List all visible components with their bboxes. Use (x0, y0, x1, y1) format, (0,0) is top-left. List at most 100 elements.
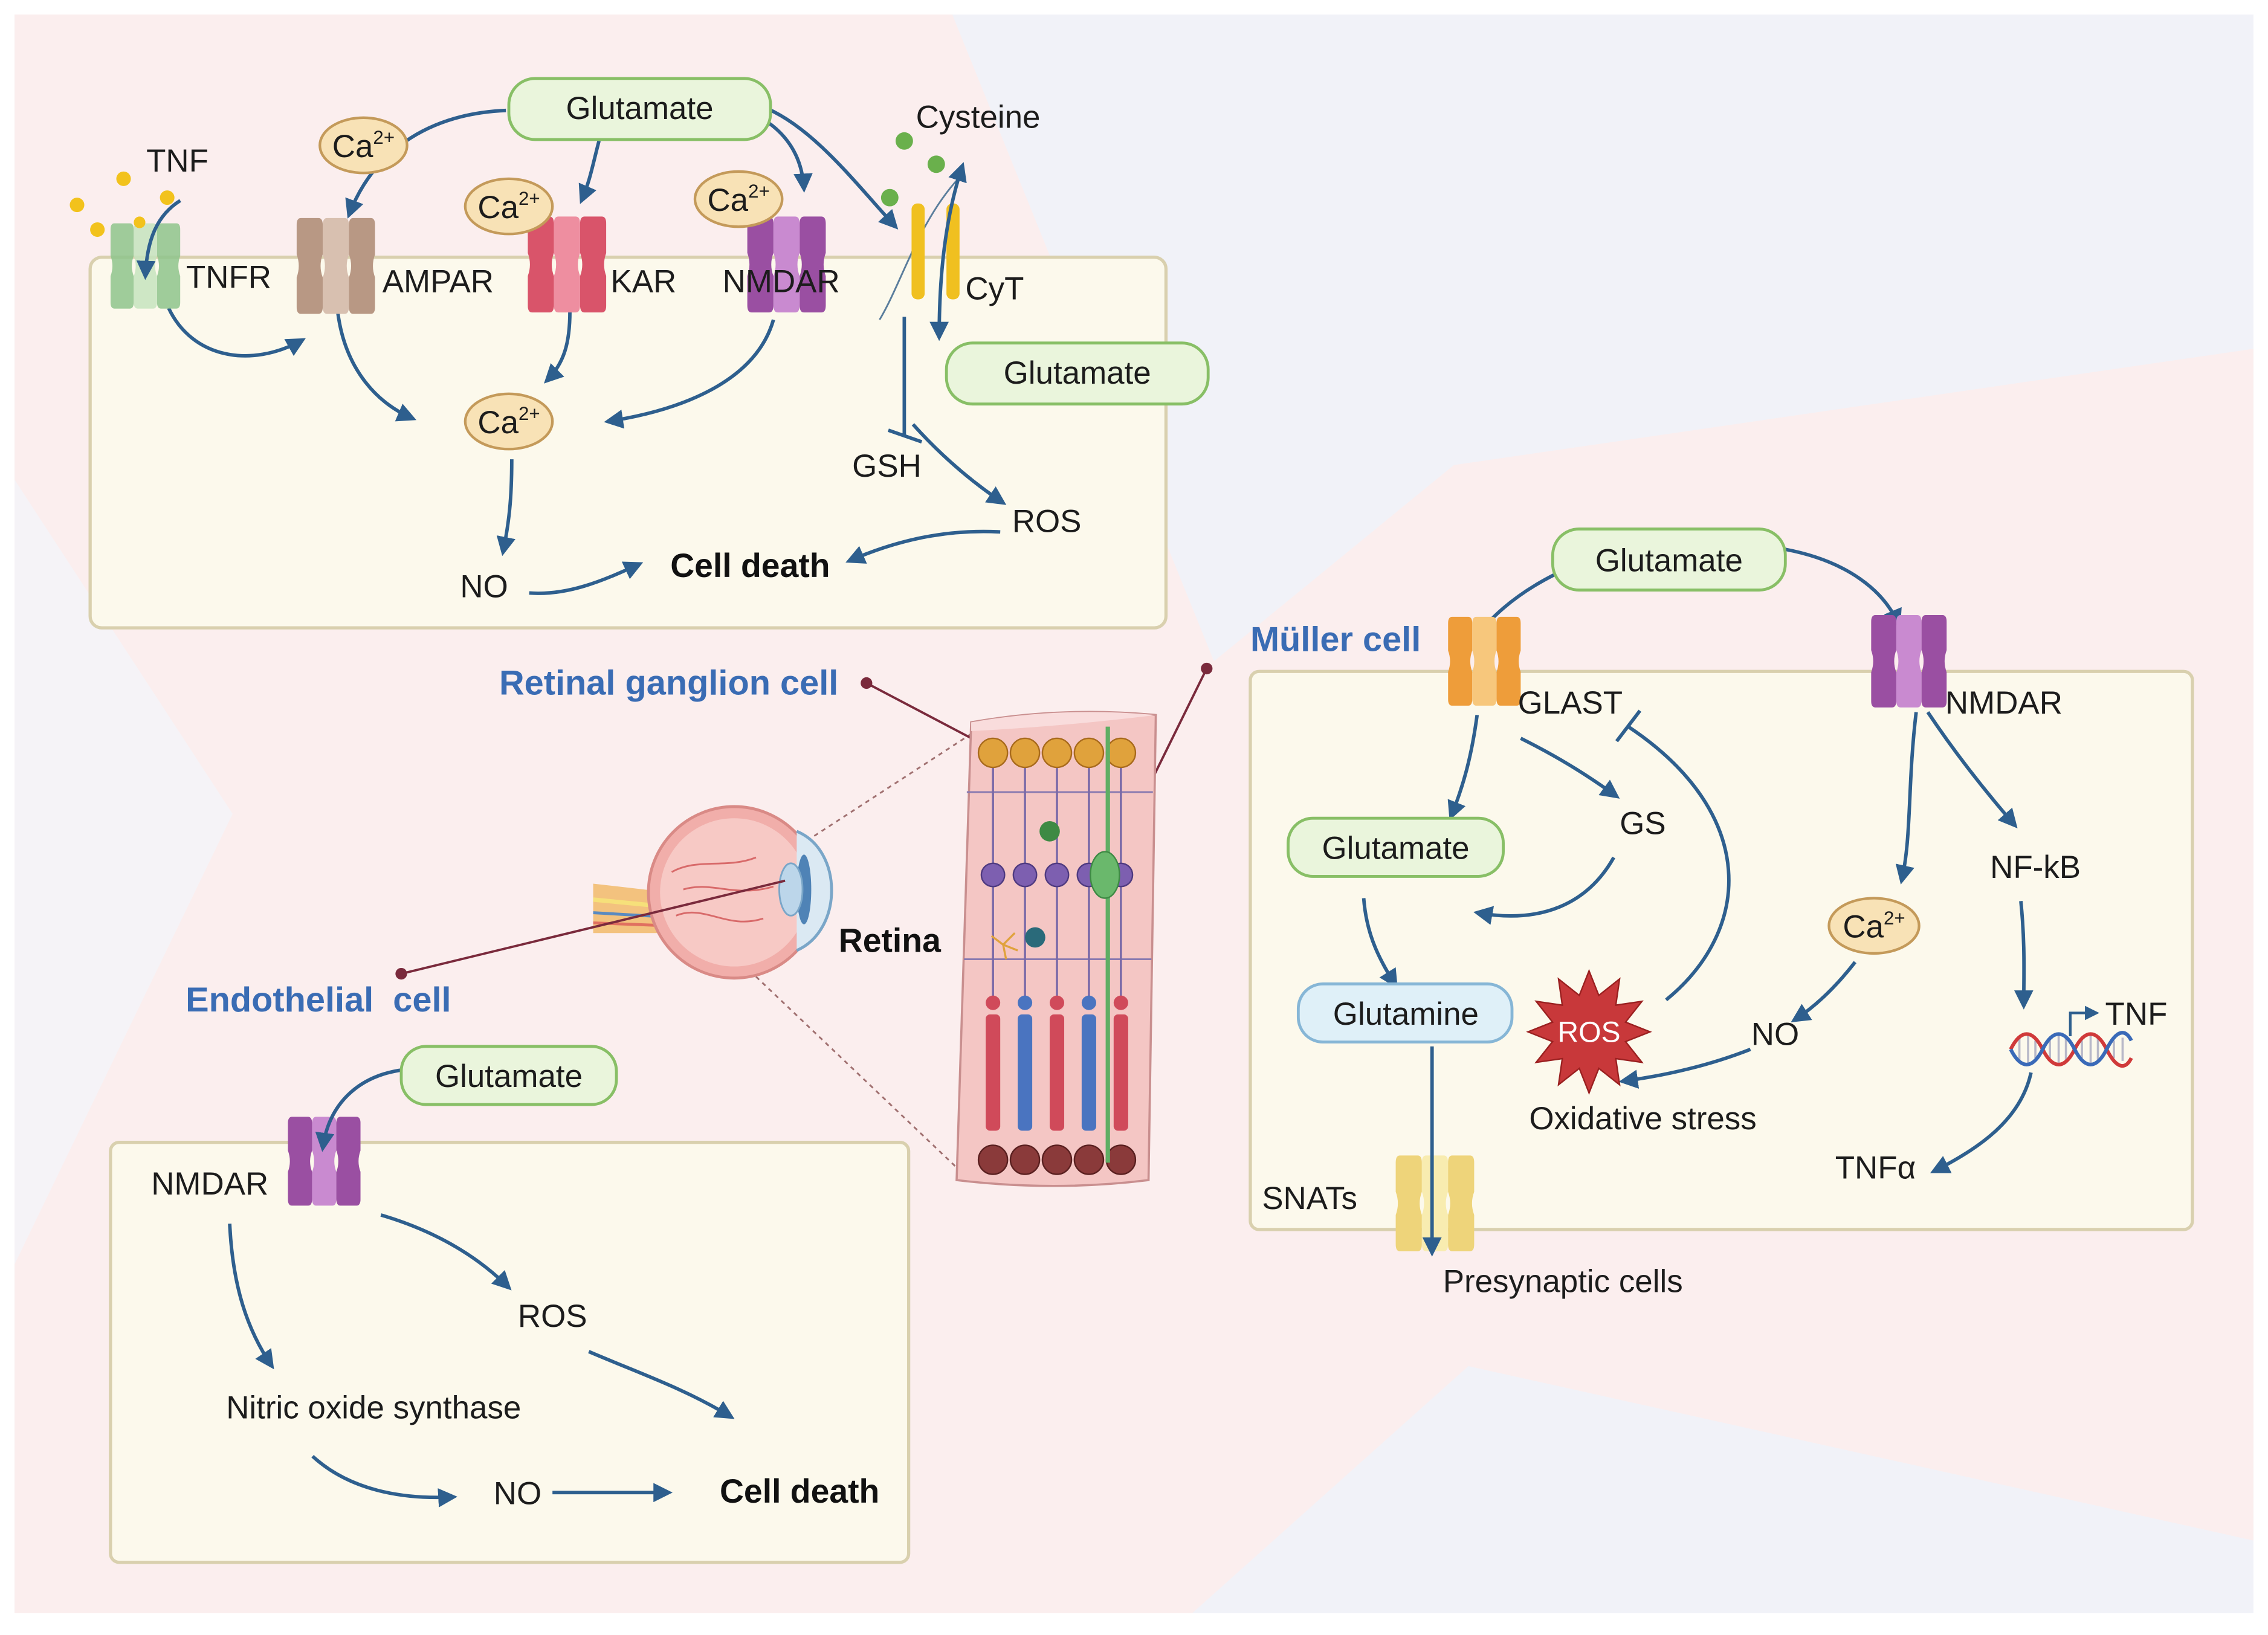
amacrine-cell (1039, 821, 1060, 842)
calcium-ion (1827, 897, 1921, 955)
ros-label: ROS (1012, 503, 1082, 539)
arrow-kar-to-calcium (544, 311, 572, 384)
calcium-label: Ca2+ (1843, 908, 1905, 945)
arrow-nos-to-no (311, 1455, 457, 1508)
retina-photoreceptor-nucleus (1018, 995, 1033, 1010)
glutamate-label: Glutamate (435, 1059, 583, 1094)
dna-helix-icon (2009, 1031, 2133, 1068)
rgc-molecules: Glutamate Glutamate Ca2+ Ca2+ Ca2+ Ca2+ (318, 77, 1210, 451)
retina-ganglion-cell (977, 737, 1009, 769)
cysteine-molecule (927, 155, 945, 173)
calcium-ion (464, 392, 554, 451)
glast-transporter-icon (1448, 616, 1521, 706)
glutamine-label: Glutamine (1333, 996, 1479, 1032)
ros-label: ROS (518, 1298, 587, 1334)
ros-burst-icon: ROS (1526, 969, 1652, 1095)
ros-burst-shape (1526, 969, 1652, 1095)
endothelial-molecules: Glutamate (399, 1045, 618, 1106)
retina-ganglion-cell (1073, 737, 1105, 769)
muller-arrows (1362, 547, 2099, 1173)
cyt-transporter-left (911, 203, 925, 300)
horizontal-cell (1025, 927, 1045, 948)
retina-cell-columns (977, 737, 1137, 1175)
calcium-charge: 2+ (1884, 908, 1905, 929)
arrow-glutamate-to-nmdar (766, 120, 813, 193)
nmdar-receptor-icon (1871, 614, 1947, 708)
arrow-gs-to-conversion (1473, 856, 1615, 925)
glutamate-pill (1287, 816, 1505, 878)
calcium-label: Ca2+ (477, 403, 540, 440)
arrow-glast-to-glutamate (1447, 715, 1479, 821)
muller-labels: GLAST NMDAR GS NF-kB NO TNF Oxidative st… (1262, 685, 2167, 1299)
retina-photoreceptor-nucleus (1081, 995, 1096, 1010)
inhibition-bar-glast (1615, 709, 1642, 743)
calcium-charge: 2+ (519, 403, 540, 424)
arrow-glutamate-to-nmdar (1785, 547, 1902, 629)
retina-photoreceptor (1018, 1014, 1033, 1131)
glutamate-label: Glutamate (1322, 831, 1469, 866)
tnf-molecule (160, 190, 175, 205)
retina-photoreceptor (1113, 1014, 1128, 1131)
oxidative-stress-label: Oxidative stress (1529, 1101, 1756, 1137)
callout-lines (755, 662, 1213, 1178)
arrow-glast-to-gs (1520, 737, 1620, 799)
dna-rungs (2018, 1034, 2124, 1064)
calcium-symbol: Ca (1843, 909, 1884, 944)
arrow-nmdar-to-calcium (1895, 712, 1918, 885)
no-label: NO (494, 1476, 541, 1512)
arrow-tnf-to-tnfr (136, 199, 181, 280)
retina-photoreceptor (986, 1014, 1001, 1131)
calcium-symbol: Ca (477, 405, 519, 440)
calcium-charge: 2+ (519, 188, 540, 209)
kar-receptor-icon (528, 216, 607, 313)
nmdar-label: NMDAR (151, 1166, 268, 1202)
retina-top-rim (971, 712, 1156, 731)
retina-photoreceptor-nucleus (986, 995, 1001, 1010)
arrow-ros-to-cell-death (845, 529, 1001, 564)
calcium-ion (693, 170, 784, 228)
glutamate-pill (507, 77, 772, 141)
retina-section-icon (955, 711, 1157, 1187)
retina-photoreceptor (1049, 1014, 1065, 1131)
glutamate-label: Glutamate (566, 91, 713, 126)
arrow-no-to-cell-death (529, 561, 644, 595)
arrow-ros-to-cell-death (588, 1350, 735, 1419)
eye-to-retina-dashed-line-top (792, 733, 972, 851)
glutamate-label: Glutamate (1004, 355, 1151, 391)
retina-ganglion-cell (1105, 737, 1137, 769)
eye-icon (593, 805, 833, 980)
nmdar-label: NMDAR (1945, 685, 2063, 721)
arrow-glutamate-to-cyt (764, 106, 899, 230)
retina-photoreceptor-nucleus (1049, 995, 1065, 1010)
arrow-glutamate-to-glutamine (1362, 898, 1398, 989)
retina-label: Retina (839, 921, 942, 959)
tnf-alpha-label: TNFα (1835, 1150, 1916, 1186)
tnf-molecule (134, 216, 146, 228)
tnfr-label: TNFR (186, 259, 271, 295)
calcium-symbol: Ca (332, 129, 373, 164)
arrow-tnf-gene-transcription (2069, 1005, 2099, 1037)
retina-rpe-cell (1105, 1144, 1137, 1175)
glutamate-pill (945, 341, 1210, 406)
arrow-to-ros (911, 423, 1007, 505)
calcium-charge: 2+ (748, 181, 770, 202)
glutamine-pill (1296, 982, 1514, 1044)
arrow-tnfr-to-ampar (167, 307, 306, 358)
endothelial-callout-line (401, 879, 786, 975)
calcium-symbol: Ca (477, 190, 519, 225)
retina-rpe-cell (977, 1144, 1009, 1175)
endothelial-labels: NMDAR ROS Nitric oxide synthase NO Cell … (151, 1166, 879, 1511)
endothelial-cell-title: Endothelial cell (186, 981, 451, 1019)
gsh-label: GSH (852, 448, 922, 484)
ros-burst-label: ROS (1557, 1016, 1620, 1049)
section-titles: Retinal ganglion cell Müller cell Endoth… (186, 621, 1421, 1020)
arrow-dna-to-tnf-alpha (1930, 1072, 2033, 1173)
muller-callout-dot (1201, 662, 1213, 675)
arrow-glutamate-to-ampar (345, 108, 506, 219)
cysteine-label: Cysteine (916, 100, 1041, 135)
arrow-nmdar-to-nos (228, 1224, 274, 1370)
arrow-glutamate-to-kar (578, 140, 601, 204)
arrow-no-to-ros (1618, 1047, 1751, 1089)
cell-death-label: Cell death (670, 547, 830, 584)
tnf-gene-label: TNF (2105, 996, 2168, 1032)
